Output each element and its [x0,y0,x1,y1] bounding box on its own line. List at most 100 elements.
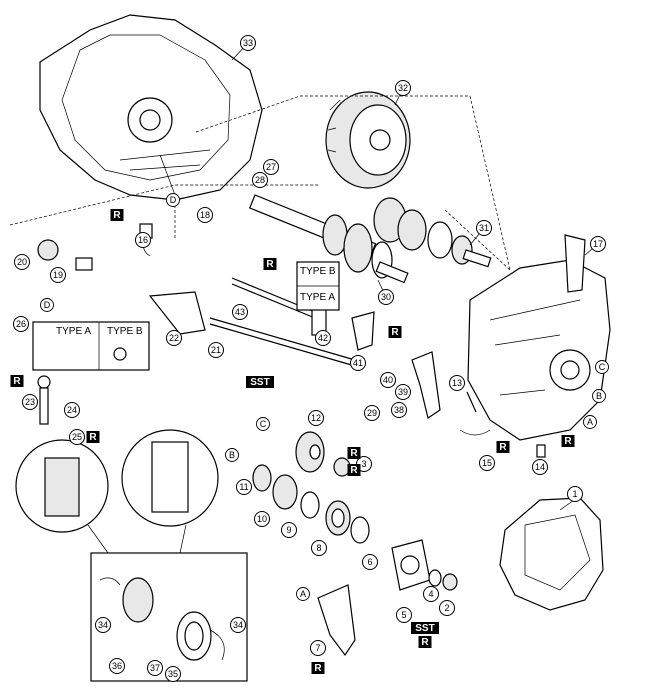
tag-text: R [564,436,572,447]
primary-shaft [373,197,492,268]
callout-number: 39 [398,387,408,397]
callout-number: 5 [401,610,406,620]
callout-37: 37 [147,660,163,676]
replace-tag: R [388,326,402,338]
reference-letter-text: B [229,450,235,460]
reference-letter-text: C [260,419,267,429]
callout-6: 6 [362,554,378,570]
callout-number: 26 [16,319,26,329]
tag-text: R [350,448,358,459]
secondary-shaft [248,194,409,284]
callout-number: 32 [398,83,408,93]
callout-number: 28 [255,175,265,185]
detail-inset [15,429,248,682]
type-box-right: TYPE B TYPE A [296,261,340,311]
shift-rod-21 [209,317,356,361]
shift-fork-41 [351,311,375,351]
callout-number: 9 [286,525,291,535]
callout-39: 39 [395,384,411,400]
callout-1: 1 [567,486,583,502]
callout-34: 34 [95,617,111,633]
callout-30: 30 [378,289,394,305]
callout-15: 15 [479,455,495,471]
type-b-label-right: TYPE B [300,266,336,277]
reference-letter-c: C [256,417,270,431]
callout-5: 5 [396,607,412,623]
callout-8: 8 [311,540,327,556]
callout-29: 29 [364,405,380,421]
reference-letter-text: D [170,195,177,205]
callout-20: 20 [14,254,30,270]
replace-tag: R [86,431,100,443]
callout-number: 10 [257,514,267,524]
callout-number: 12 [311,413,321,423]
callout-31: 31 [476,220,492,236]
callout-number: 8 [316,543,321,553]
reference-letter-text: A [587,417,593,427]
callout-number: 29 [367,408,377,418]
ring-9 [300,491,320,519]
callout-36: 36 [109,658,125,674]
reference-letter-text: D [44,300,51,310]
tag-text: R [499,442,507,453]
replace-tag: R [263,258,277,270]
tag-text: SST [250,377,269,388]
reference-letter-d: D [166,193,180,207]
replace-tag: R [110,209,124,221]
shift-fork-7 [317,584,356,657]
callout-number: 34 [98,620,108,630]
tag-text: R [89,432,97,443]
callout-number: 27 [266,162,276,172]
shift-lever-22 [148,291,206,335]
sst-tag: SST [246,376,274,388]
callout-number: 30 [381,292,391,302]
callout-number: 18 [200,210,210,220]
tag-text: R [350,465,358,476]
callout-number: 20 [17,257,27,267]
reference-letter-d: D [40,298,54,312]
callout-43: 43 [232,304,248,320]
reference-letter-a: A [583,415,597,429]
callout-40: 40 [380,372,396,388]
callout-14: 14 [532,459,548,475]
replace-tag: R [347,464,361,476]
callout-2: 2 [439,600,455,616]
callout-number: 2 [444,603,449,613]
callout-number: 13 [452,378,462,388]
replace-tag: R [347,447,361,459]
callout-32: 32 [395,80,411,96]
reference-letter-a: A [296,587,310,601]
tag-text: R [421,637,429,648]
type-b-label-left: TYPE B [107,326,143,337]
callout-number: 31 [479,223,489,233]
callout-number: 41 [353,358,363,368]
tag-text: R [266,259,274,270]
callout-19: 19 [50,267,66,283]
phantom-lines [9,95,511,271]
reference-letter-text: A [300,589,306,599]
callout-number: 14 [535,462,545,472]
type-a-label-right: TYPE A [300,292,335,303]
callout-7: 7 [310,640,326,656]
callout-41: 41 [350,355,366,371]
reference-letter-text: C [599,362,606,372]
reference-letter-b: B [225,448,239,462]
callout-number: 22 [169,333,179,343]
callout-23: 23 [22,394,38,410]
callout-number: 11 [239,482,248,492]
callout-27: 27 [263,159,279,175]
type-box-left: TYPE A TYPE B [32,321,150,371]
callout-11: 11 [236,479,252,495]
callout-number: 35 [168,669,178,679]
callout-33: 33 [240,35,256,51]
callout-number: 38 [394,405,404,415]
callout-12: 12 [308,410,324,426]
tag-text: R [113,210,121,221]
callout-22: 22 [166,330,182,346]
callout-number: 36 [112,661,122,671]
reference-letter-b: B [592,389,606,403]
callout-number: 40 [383,375,393,385]
